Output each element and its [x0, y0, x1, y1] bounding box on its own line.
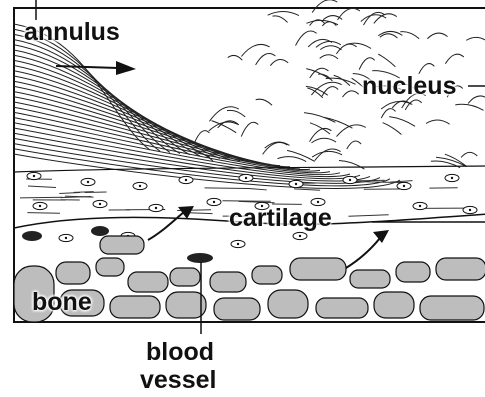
bone-trabecula: [110, 296, 160, 318]
bone-trabecula: [396, 262, 430, 282]
cartilage-cell-nucleus: [451, 177, 453, 179]
bone-trabecula: [210, 272, 246, 292]
cartilage-fiber: [205, 188, 250, 189]
nucleus-label: nucleus: [362, 74, 456, 99]
cartilage-cell-nucleus: [65, 237, 67, 239]
bone-trabecula: [252, 266, 282, 284]
bone-trabecula: [56, 262, 90, 284]
bone-trabecula: [290, 258, 346, 280]
vessel-label-line2: vessel: [140, 368, 216, 393]
cartilage-cell-nucleus: [237, 243, 239, 245]
bone-trabecula: [166, 292, 206, 318]
blood-vessel-3: [187, 253, 213, 263]
cartilage-fiber: [20, 197, 63, 198]
cartilage-cell-nucleus: [87, 181, 89, 183]
blood-vessel-1: [22, 231, 42, 241]
cartilage-cell-nucleus: [139, 185, 141, 187]
bone-trabecula: [436, 258, 485, 280]
bone-trabecula: [100, 236, 144, 254]
blood-vessel-2: [91, 226, 109, 236]
cartilage-cell-nucleus: [213, 201, 215, 203]
bone-label: bone: [32, 290, 92, 315]
cartilage-cell-nucleus: [245, 177, 247, 179]
bone-trabecula: [420, 296, 484, 320]
cartilage-fiber: [85, 192, 107, 193]
cartilage-cell-nucleus: [299, 235, 301, 237]
bone-trabecula: [128, 272, 168, 292]
cartilage-fiber: [353, 180, 385, 181]
cartilage-cell-nucleus: [39, 205, 41, 207]
bone-trabecula: [374, 292, 414, 318]
bone-trabecula: [350, 270, 390, 288]
bone-trabecula: [96, 258, 124, 276]
cartilage-cell-nucleus: [99, 203, 101, 205]
cartilage-cell-nucleus: [469, 209, 471, 211]
bone-trabecula: [268, 290, 308, 318]
annulus-label: annulus: [24, 20, 120, 45]
cartilage-cell-nucleus: [349, 179, 351, 181]
cartilage-cell-nucleus: [403, 185, 405, 187]
cartilage-cell-nucleus: [185, 179, 187, 181]
cartilage-cell-nucleus: [155, 207, 157, 209]
bone-trabecula: [214, 298, 260, 320]
cartilage-cell-nucleus: [33, 175, 35, 177]
cartilage-cell-nucleus: [419, 205, 421, 207]
cartilage-fiber: [222, 201, 270, 202]
cartilage-cell-nucleus: [317, 201, 319, 203]
cartilage-label: cartilage: [229, 206, 332, 231]
bone-trabecula: [316, 298, 368, 318]
bone-trabecula: [170, 268, 200, 286]
cartilage-cell-nucleus: [295, 183, 297, 185]
cartilage-fiber: [27, 213, 60, 214]
vessel-label-line1: blood: [146, 340, 214, 365]
